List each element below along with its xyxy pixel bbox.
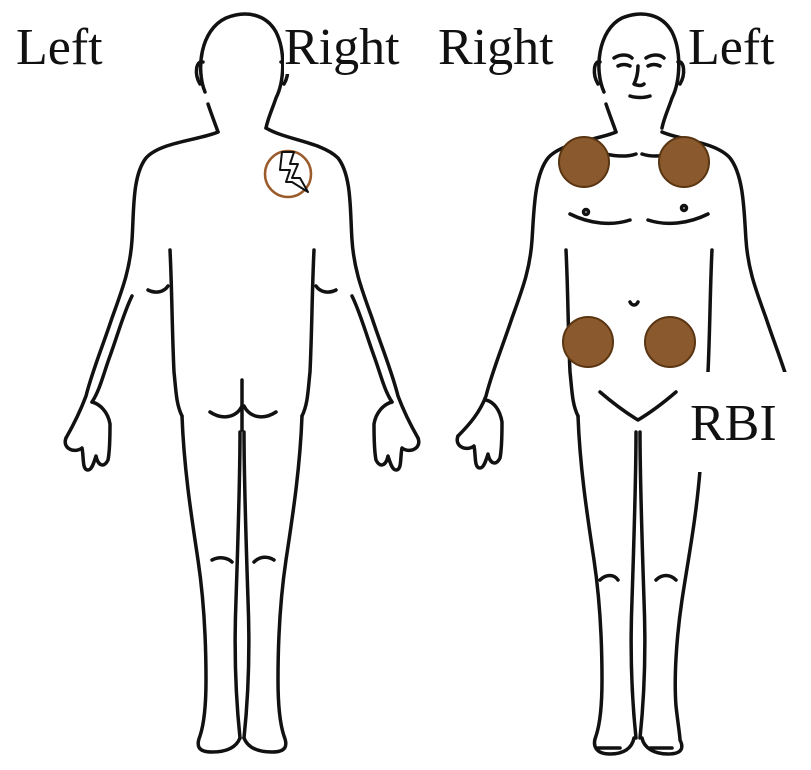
marker-left-hip [645, 317, 695, 367]
front-left-label: Left [688, 22, 775, 74]
front-right-label: Right [438, 22, 554, 74]
back-right-label: Right [284, 22, 400, 74]
rbi-annotation: RBI [682, 372, 811, 472]
marker-left-shoulder [659, 137, 709, 187]
back-pain-marker [265, 151, 311, 197]
marker-right-shoulder [559, 137, 609, 187]
front-markers [559, 137, 709, 367]
back-figure [65, 14, 419, 752]
back-left-label: Left [16, 22, 103, 74]
marker-right-hip [563, 317, 613, 367]
